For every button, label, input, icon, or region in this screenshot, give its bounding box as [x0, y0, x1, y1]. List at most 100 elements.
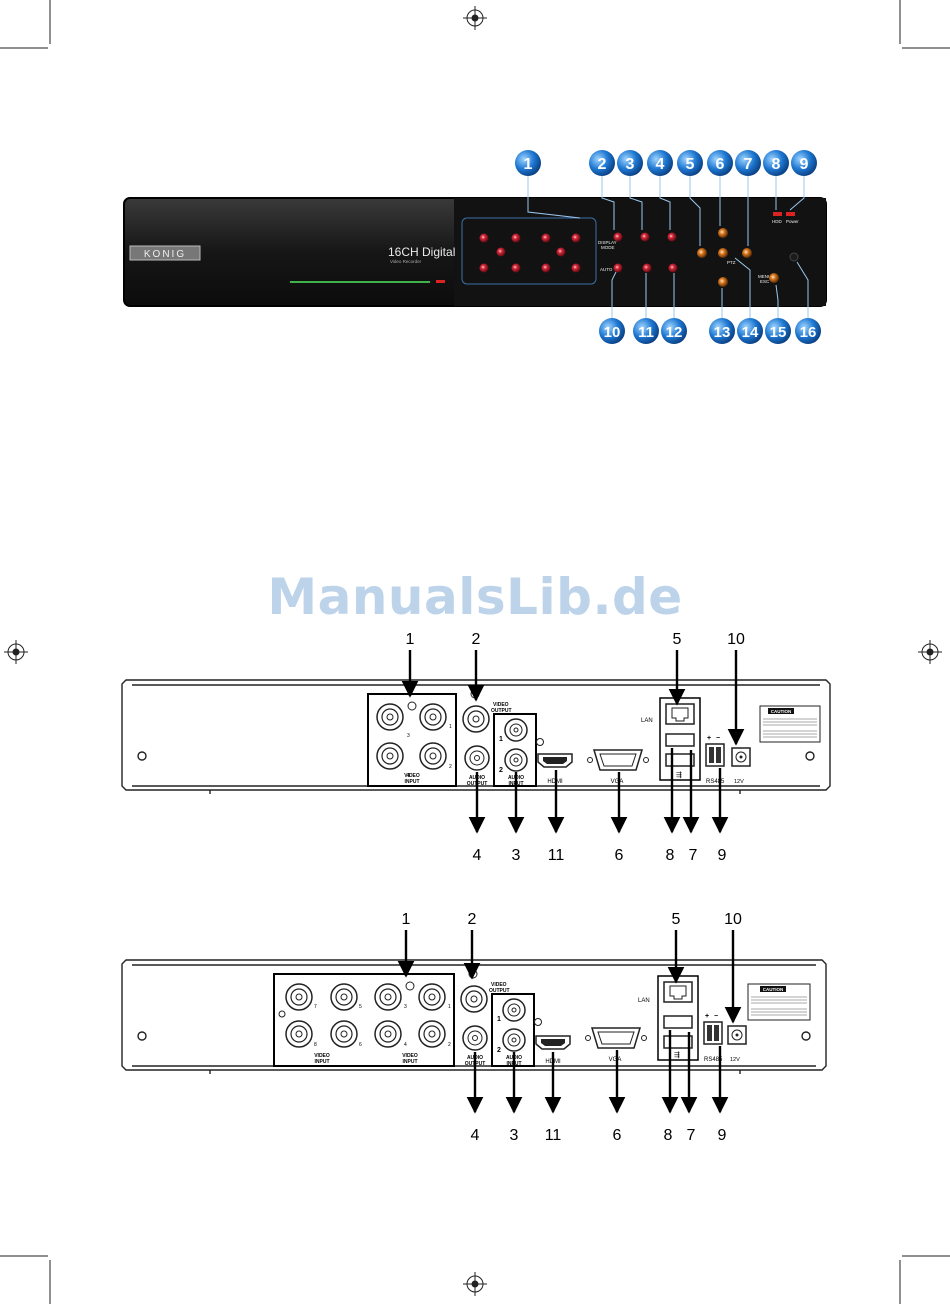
bnc-number: 1 [449, 724, 452, 730]
channel-button[interactable] [571, 263, 581, 273]
rs485-terminal[interactable] [705, 743, 725, 767]
video-output-label: VIDEO [491, 982, 507, 988]
display-mode-label: MODE [601, 245, 615, 250]
caution-text: CAUTION [771, 709, 792, 714]
video-input-label: VIDEO [314, 1053, 330, 1059]
callout-badge [795, 318, 821, 344]
usb-port[interactable] [665, 733, 695, 747]
vga-port[interactable] [592, 749, 644, 771]
channel-button[interactable] [496, 247, 506, 257]
voltage-label: 12V [734, 779, 744, 785]
callout-number: 2 [598, 156, 607, 173]
callout-number: 10 [724, 911, 742, 928]
callout-number: 5 [673, 631, 682, 648]
channel-button[interactable] [479, 233, 489, 243]
rs485-label: RS485 [706, 779, 725, 785]
callout-number: 8 [664, 1127, 673, 1144]
caution-text: CAUTION [763, 987, 784, 992]
callout-badge [791, 150, 817, 176]
callout-badge [661, 318, 687, 344]
ptz-button[interactable] [697, 248, 707, 258]
center-button[interactable] [718, 248, 728, 258]
channel-button[interactable] [556, 247, 566, 257]
bnc-number: 5 [359, 1004, 362, 1010]
channel-button[interactable] [541, 233, 551, 243]
callout-number: 8 [666, 847, 675, 864]
power-group: CAUTION 12V [727, 983, 811, 1063]
callout-badge [617, 150, 643, 176]
bnc-number: 2 [448, 1042, 451, 1048]
hdd-label: HDD [772, 219, 782, 224]
audio-input-number: 1 [499, 736, 503, 743]
callout-number: 16 [800, 324, 817, 341]
callout-number: 10 [727, 631, 745, 648]
channel-button[interactable] [541, 263, 551, 273]
bnc-number: 3 [407, 733, 410, 739]
auto-button[interactable] [613, 263, 623, 273]
callout-badge [589, 150, 615, 176]
ir-receiver [789, 252, 799, 262]
up-button[interactable] [718, 228, 728, 238]
callout-number: 5 [672, 911, 681, 928]
usb-icon: ⇶ [676, 771, 682, 779]
bnc-number: 6 [359, 1042, 362, 1048]
channel-button[interactable] [571, 233, 581, 243]
callout-number: 9 [800, 156, 809, 173]
callout-badge [633, 318, 659, 344]
callout-badge [599, 318, 625, 344]
callout-badge [735, 150, 761, 176]
vga-port[interactable] [590, 1027, 642, 1049]
right-button[interactable] [742, 248, 752, 258]
callout-number: 7 [744, 156, 753, 173]
record-button[interactable] [640, 232, 650, 242]
down-button[interactable] [718, 277, 728, 287]
brand-logo-text: KONIG [144, 249, 186, 260]
callout-number: 6 [716, 156, 725, 173]
video-input-label: VIDEO [404, 773, 420, 779]
callout-number: 4 [473, 847, 482, 864]
brand-logo [129, 245, 201, 261]
crosshair-icon [4, 640, 28, 664]
callout-number: 6 [613, 1127, 622, 1144]
power-label: Power [786, 219, 799, 224]
bnc-number: 3 [404, 1004, 407, 1010]
usb-port[interactable] [663, 1015, 693, 1029]
callout-number: 7 [689, 847, 698, 864]
watermark: ManualsLib.de [267, 568, 683, 626]
callout-badge [765, 318, 791, 344]
callout-badge [677, 150, 703, 176]
rs485-terminal[interactable] [703, 1021, 723, 1045]
audio-input-number: 1 [497, 1016, 501, 1023]
callout-badge [515, 150, 541, 176]
callout-numbers: 1 2 5 10 4 3 11 6 8 7 9 [406, 631, 745, 864]
lan-label: LAN [638, 998, 650, 1004]
voltage-label: 12V [730, 1057, 740, 1063]
rs485-group: + − RS485 [703, 1013, 723, 1063]
callout-number: 3 [626, 156, 635, 173]
display-mode-label: DISPLAY [598, 240, 617, 245]
power-led [786, 212, 795, 216]
video-input-group: 3 1 4 2 VIDEO INPUT [367, 693, 457, 787]
play-button[interactable] [667, 232, 677, 242]
power-group: CAUTION 12V [731, 705, 821, 785]
menu-label: ESC [760, 279, 770, 284]
backup-button[interactable] [668, 263, 678, 273]
audio-input-group: 1 2 AUDIO INPUT [491, 993, 542, 1067]
video-output-group: VIDEO OUTPUT AUDIO OUTPUT [460, 969, 510, 1067]
usb-icon: ⇶ [674, 1051, 680, 1059]
callout-number: 3 [510, 1127, 519, 1144]
vga-port-group: VGA [585, 1027, 647, 1063]
search-button[interactable] [642, 263, 652, 273]
channel-button[interactable] [511, 263, 521, 273]
video-input-group: 7 5 3 1 8 6 4 2 VIDEO INPUT VIDEO INPUT [273, 973, 455, 1067]
ptz-label: PTZ [727, 260, 736, 265]
channel-button[interactable] [511, 233, 521, 243]
video-output-label: VIDEO [493, 702, 509, 708]
rs485-plus: + [705, 1013, 709, 1020]
lan-label: LAN [641, 718, 653, 724]
menu-esc-button[interactable] [769, 273, 779, 283]
callout-badge [647, 150, 673, 176]
channel-button[interactable] [479, 263, 489, 273]
callout-number: 1 [402, 911, 411, 928]
display-mode-button[interactable] [613, 232, 623, 242]
